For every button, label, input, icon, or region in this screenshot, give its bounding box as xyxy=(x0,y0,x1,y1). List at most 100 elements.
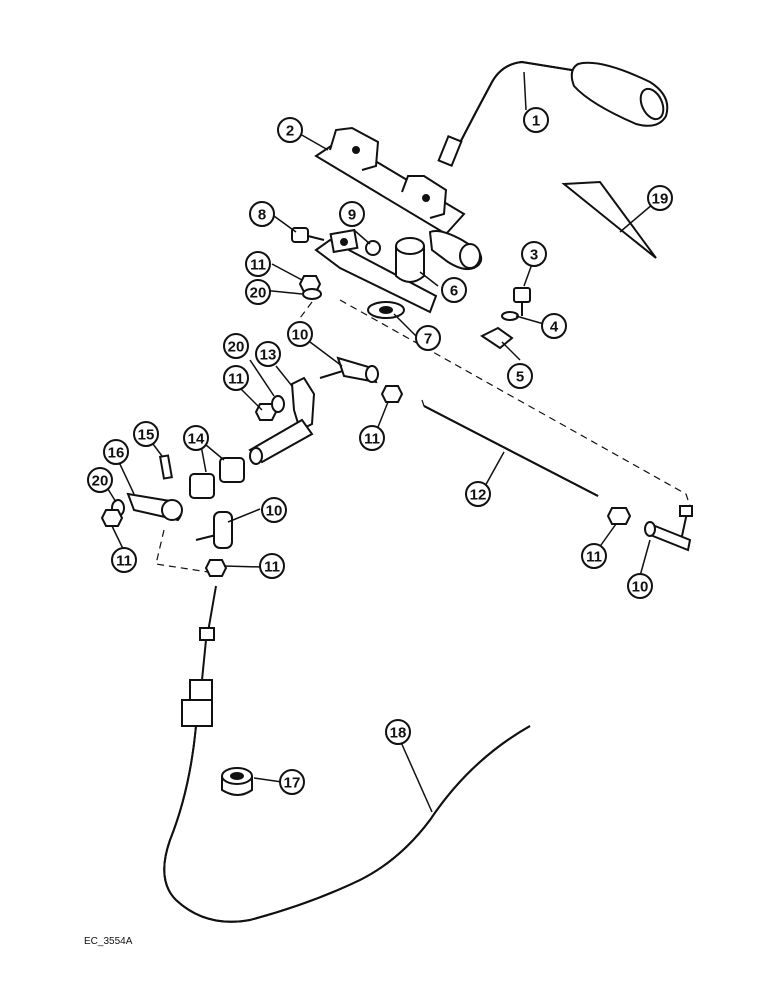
callout-circle xyxy=(87,467,113,493)
part-1-lever xyxy=(437,60,669,167)
part-19-plate xyxy=(561,180,657,259)
callout-circle xyxy=(507,363,533,389)
part-20-washer-b xyxy=(271,395,285,413)
callout-number: 11 xyxy=(250,257,266,274)
part-13-lever-shaft xyxy=(248,376,316,465)
callout-number: 14 xyxy=(188,431,205,448)
callout-number: 10 xyxy=(266,503,283,520)
callout-circle xyxy=(249,201,275,227)
part-11-nut-e xyxy=(204,559,228,577)
callout-circle xyxy=(223,333,249,359)
callout-number: 11 xyxy=(586,549,602,566)
callout-circle xyxy=(255,341,281,367)
callout-15: 15 xyxy=(133,421,159,447)
callout-11: 11 xyxy=(259,553,285,579)
callout-8: 8 xyxy=(249,201,275,227)
part-5-clip xyxy=(480,326,514,350)
part-15-pin xyxy=(158,454,174,480)
callout-circle xyxy=(103,439,129,465)
assembly-lines xyxy=(155,299,691,573)
callout-circle xyxy=(277,117,303,143)
callout-circle xyxy=(287,321,313,347)
callout-circle xyxy=(523,107,549,133)
callout-14: 14 xyxy=(183,425,209,451)
callout-1: 1 xyxy=(523,107,549,133)
callout-number: 17 xyxy=(284,775,301,792)
callout-10: 10 xyxy=(261,497,287,523)
part-10-rod-end-b xyxy=(195,511,233,549)
part-20-washer-a xyxy=(302,288,322,300)
callout-9: 9 xyxy=(339,201,365,227)
callout-12: 12 xyxy=(465,481,491,507)
callout-13: 13 xyxy=(255,341,281,367)
callout-circle xyxy=(279,769,305,795)
callout-19: 19 xyxy=(647,185,673,211)
callout-circle xyxy=(183,425,209,451)
callout-number: 10 xyxy=(292,327,309,344)
callout-number: 5 xyxy=(516,369,524,386)
part-11-nut-b xyxy=(380,385,404,403)
callout-number: 11 xyxy=(116,553,132,570)
callout-circle xyxy=(541,313,567,339)
callout-number: 6 xyxy=(450,283,458,300)
part-12-rod xyxy=(423,405,599,497)
callout-number: 11 xyxy=(264,559,280,576)
callout-20: 20 xyxy=(223,333,249,359)
callout-11: 11 xyxy=(223,365,249,391)
callout-number: 7 xyxy=(424,331,432,348)
callout-17: 17 xyxy=(279,769,305,795)
callout-circle xyxy=(521,241,547,267)
callout-20: 20 xyxy=(87,467,113,493)
callout-number: 13 xyxy=(260,347,277,364)
callout-circle xyxy=(223,365,249,391)
part-14-bushings xyxy=(189,457,245,499)
callout-circle xyxy=(133,421,159,447)
callout-number: 10 xyxy=(632,579,649,596)
callout-2: 2 xyxy=(277,117,303,143)
part-11-nut-d xyxy=(100,509,124,527)
callout-11: 11 xyxy=(245,251,271,277)
callout-5: 5 xyxy=(507,363,533,389)
figure-code: EC_3554A xyxy=(84,936,133,947)
callout-10: 10 xyxy=(287,321,313,347)
part-17-grommet xyxy=(221,767,253,796)
callout-11: 11 xyxy=(581,543,607,569)
callout-number: 16 xyxy=(108,445,125,462)
callout-20: 20 xyxy=(245,279,271,305)
callout-7: 7 xyxy=(415,325,441,351)
callout-number: 2 xyxy=(286,123,294,140)
part-6-plate xyxy=(314,228,438,314)
callout-10: 10 xyxy=(627,573,653,599)
callout-number: 1 xyxy=(532,113,540,130)
callout-circle xyxy=(465,481,491,507)
callout-number: 15 xyxy=(138,427,155,444)
part-3-bolt xyxy=(513,287,531,316)
callout-number: 19 xyxy=(652,191,669,208)
callout-number: 18 xyxy=(390,725,407,742)
callout-11: 11 xyxy=(359,425,385,451)
callout-number: 11 xyxy=(228,371,244,388)
callout-16: 16 xyxy=(103,439,129,465)
callout-circle xyxy=(441,277,467,303)
part-10-rod-end-c xyxy=(644,505,693,552)
part-11-nut-f xyxy=(606,507,632,525)
callout-number: 12 xyxy=(470,487,487,504)
part-8-screw xyxy=(291,227,325,243)
part-7-washer xyxy=(367,301,405,319)
part-16-lever-arm xyxy=(126,492,183,522)
callout-4: 4 xyxy=(541,313,567,339)
callout-circle xyxy=(261,497,287,523)
callout-number: 4 xyxy=(550,319,559,336)
callout-number: 8 xyxy=(258,207,266,224)
callout-18: 18 xyxy=(385,719,411,745)
callout-circle xyxy=(581,543,607,569)
part-4-washer xyxy=(501,311,519,321)
callout-circle xyxy=(259,553,285,579)
callout-circle xyxy=(111,547,137,573)
part-2-bracket xyxy=(314,126,483,271)
callout-circle xyxy=(627,573,653,599)
callout-circle xyxy=(415,325,441,351)
callout-circle xyxy=(245,251,271,277)
